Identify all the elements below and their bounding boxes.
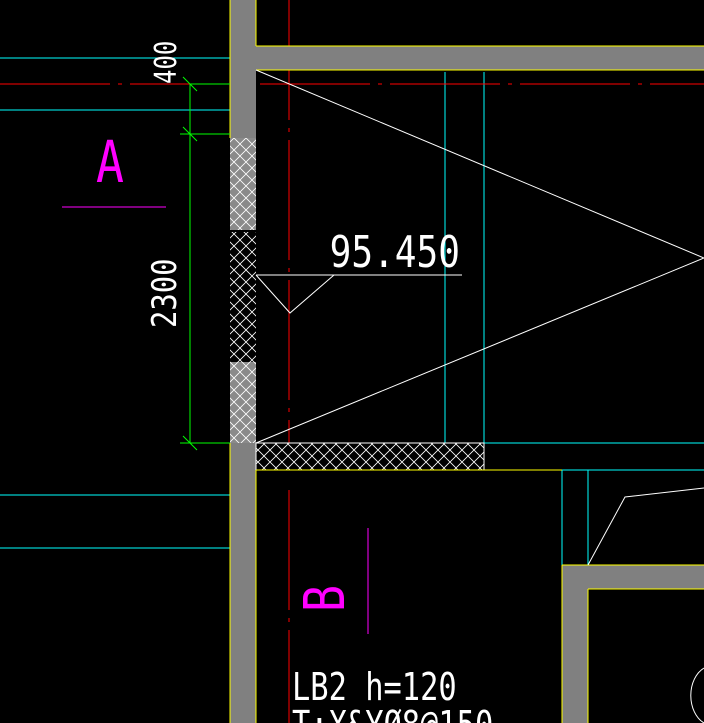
wall-bottom-right-horizontal — [562, 565, 704, 589]
axis-label-b: B — [292, 585, 357, 612]
door-swing-line — [587, 487, 704, 566]
wall-left-upper — [230, 0, 256, 138]
wall-top — [256, 46, 704, 70]
elevation-marker — [255, 274, 462, 314]
slab-rebar-label: T:X&YØ8@150 — [292, 704, 493, 723]
axis-label-a: A — [96, 129, 124, 196]
dimension-line — [180, 76, 230, 451]
hatched-wall-segment-3 — [230, 362, 256, 443]
slab-name-label: LB2 h=120 — [292, 666, 457, 710]
elevation-triangle — [255, 274, 335, 314]
hatched-wall-segment-1 — [230, 138, 256, 230]
walls — [229, 0, 704, 723]
dimension-tick-bottom — [182, 435, 198, 451]
dimension-tick-mid — [182, 126, 198, 142]
hatched-wall-segment-2 — [230, 232, 256, 362]
dimension-2300: 2300 — [146, 258, 185, 328]
opening-lines — [255, 69, 704, 723]
wall-bottom-right-vertical — [562, 589, 588, 723]
elevation-value: 95.450 — [330, 228, 460, 278]
cyan-lines — [0, 57, 704, 565]
opening-diagonal-upper — [255, 69, 704, 259]
wall-left-lower — [230, 443, 256, 723]
opening-diagonal-lower — [255, 257, 704, 444]
arc-bottom-right — [690, 667, 704, 723]
hatched-lintel — [255, 442, 485, 471]
dimension-400: 400 — [149, 41, 183, 84]
dimension-tick-top — [182, 76, 198, 92]
